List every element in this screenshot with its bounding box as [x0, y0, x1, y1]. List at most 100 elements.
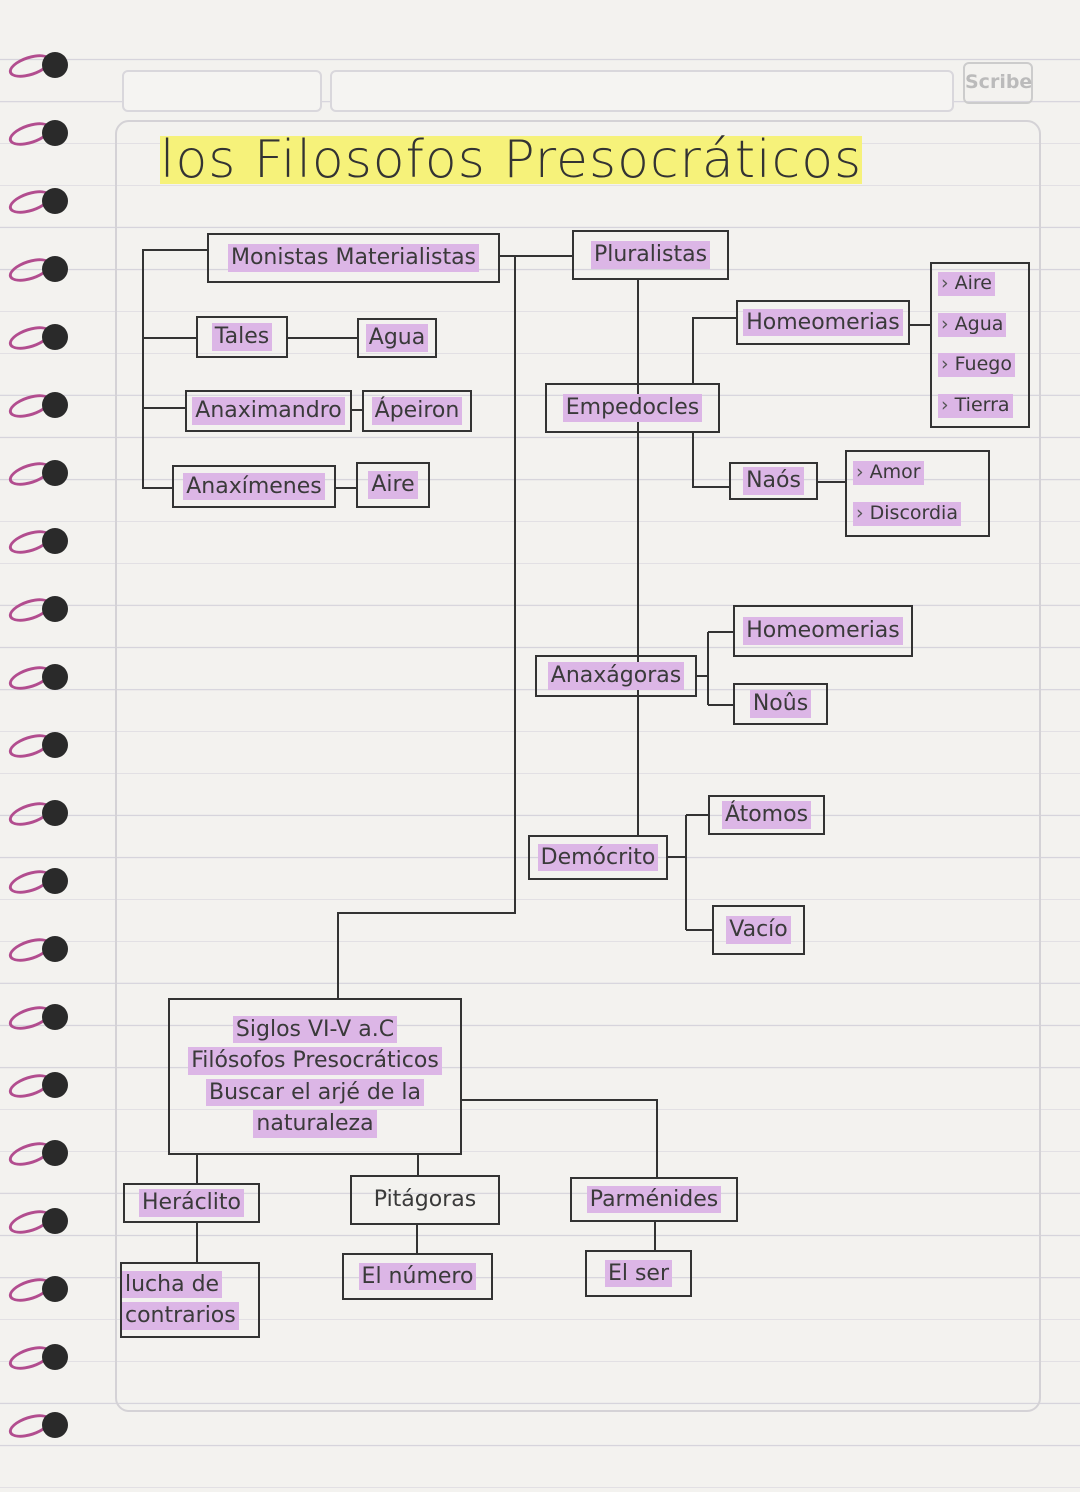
node-center: Siglos VI-V a.C Filósofos Presocráticos … — [168, 998, 462, 1155]
punch-hole — [42, 1344, 68, 1370]
node-label: Pluralistas — [590, 241, 711, 269]
spiral-ring — [5, 117, 68, 151]
node-label: Demócrito — [537, 843, 659, 872]
element-item: Fuego — [938, 353, 1015, 378]
force-item: Amor — [853, 460, 924, 485]
center-parmenides-line — [462, 1099, 658, 1177]
node-anaxagoras: Anaxágoras — [535, 655, 697, 697]
punch-hole — [42, 392, 68, 418]
page-title: los Filosofos Presocráticos — [160, 130, 863, 190]
node-label: Homeomerias — [743, 308, 903, 337]
spiral-binding — [0, 49, 70, 1450]
monistas-pluralistas-line — [337, 255, 572, 998]
spiral-ring — [5, 49, 68, 83]
force-item: Discordia — [853, 502, 961, 527]
node-label: Aire — [368, 471, 418, 499]
brand-logo: Scribe — [963, 62, 1033, 104]
spiral-ring — [5, 389, 68, 423]
spiral-ring — [5, 321, 68, 355]
node-label: lucha de — [122, 1270, 223, 1298]
spiral-ring — [5, 457, 68, 491]
center-line: Filósofos Presocráticos — [188, 1047, 442, 1075]
center-line: Buscar el arjé de la — [205, 1078, 424, 1106]
node-label: Empedocles — [562, 394, 703, 422]
punch-hole — [42, 188, 68, 214]
node-label: Pitágoras — [373, 1187, 477, 1213]
spiral-ring — [5, 1273, 68, 1307]
node-label: El ser — [604, 1259, 673, 1288]
spiral-ring — [5, 525, 68, 559]
node-apeiron: Ápeiron — [362, 390, 472, 432]
punch-hole — [42, 460, 68, 486]
node-vacio: Vacío — [712, 905, 805, 955]
node-label: El número — [358, 1262, 477, 1291]
node-label: Homeomerias — [743, 617, 903, 645]
node-label: Ápeiron — [371, 397, 463, 425]
punch-hole — [42, 1140, 68, 1166]
node-label: Vacío — [726, 916, 791, 944]
spiral-ring — [5, 185, 68, 219]
node-parmenides-idea: El ser — [585, 1250, 692, 1297]
header-subject-box — [330, 70, 954, 112]
node-elements: Aire Agua Fuego Tierra — [930, 262, 1030, 428]
spiral-ring — [5, 1069, 68, 1103]
punch-hole — [42, 1276, 68, 1302]
node-empedocles: Empedocles — [545, 383, 720, 433]
punch-hole — [42, 528, 68, 554]
node-label: Heráclito — [138, 1189, 244, 1217]
spiral-ring — [5, 933, 68, 967]
node-nous-empedocles: Naós — [729, 462, 818, 500]
punch-hole — [42, 1208, 68, 1234]
node-label: contrarios — [122, 1302, 239, 1330]
spiral-ring — [5, 253, 68, 287]
node-label: Naós — [743, 467, 804, 495]
node-forces: Amor Discordia — [845, 450, 990, 537]
node-democrito: Demócrito — [528, 835, 668, 880]
node-label: Átomos — [721, 801, 812, 829]
spiral-ring — [5, 1409, 68, 1443]
spiral-ring — [5, 1137, 68, 1171]
spiral-ring — [5, 797, 68, 831]
punch-hole — [42, 1004, 68, 1030]
node-label: Monistas Materialistas — [227, 244, 480, 272]
node-label: Anaxímenes — [183, 472, 325, 501]
title-text: los Filosofos Presocráticos — [160, 130, 863, 190]
node-pluralistas: Pluralistas — [572, 230, 729, 280]
monistas-bracket — [142, 249, 207, 489]
democrito-branch — [668, 814, 712, 931]
spiral-ring — [5, 1205, 68, 1239]
node-homeomerias-empedocles: Homeomerias — [736, 300, 910, 345]
spiral-ring — [5, 1341, 68, 1375]
spiral-ring — [5, 1001, 68, 1035]
node-monistas: Monistas Materialistas — [207, 233, 500, 283]
punch-hole — [42, 936, 68, 962]
spiral-ring — [5, 865, 68, 899]
node-atomos: Átomos — [708, 795, 825, 835]
node-tales: Tales — [196, 316, 288, 358]
node-agua: Agua — [357, 318, 437, 358]
punch-hole — [42, 256, 68, 282]
spiral-ring — [5, 661, 68, 695]
node-label: Agua — [365, 324, 429, 352]
node-label: Anaxágoras — [547, 662, 685, 690]
punch-hole — [42, 868, 68, 894]
node-label: Noûs — [749, 690, 812, 718]
center-line: naturaleza — [253, 1110, 377, 1138]
node-parmenides: Parménides — [570, 1177, 738, 1222]
node-aire: Aire — [356, 462, 430, 508]
punch-hole — [42, 1072, 68, 1098]
punch-hole — [42, 596, 68, 622]
spiral-ring — [5, 729, 68, 763]
punch-hole — [42, 800, 68, 826]
center-bottom-lines — [196, 1155, 419, 1183]
punch-hole — [42, 120, 68, 146]
punch-hole — [42, 732, 68, 758]
node-homeomerias-anaxagoras: Homeomerias — [733, 605, 913, 657]
center-line: Siglos VI-V a.C — [232, 1015, 398, 1043]
node-pitagoras-idea: El número — [342, 1253, 493, 1300]
element-item: Agua — [938, 312, 1007, 337]
node-heraclito: Heráclito — [123, 1183, 260, 1223]
header-date-box — [122, 70, 322, 112]
